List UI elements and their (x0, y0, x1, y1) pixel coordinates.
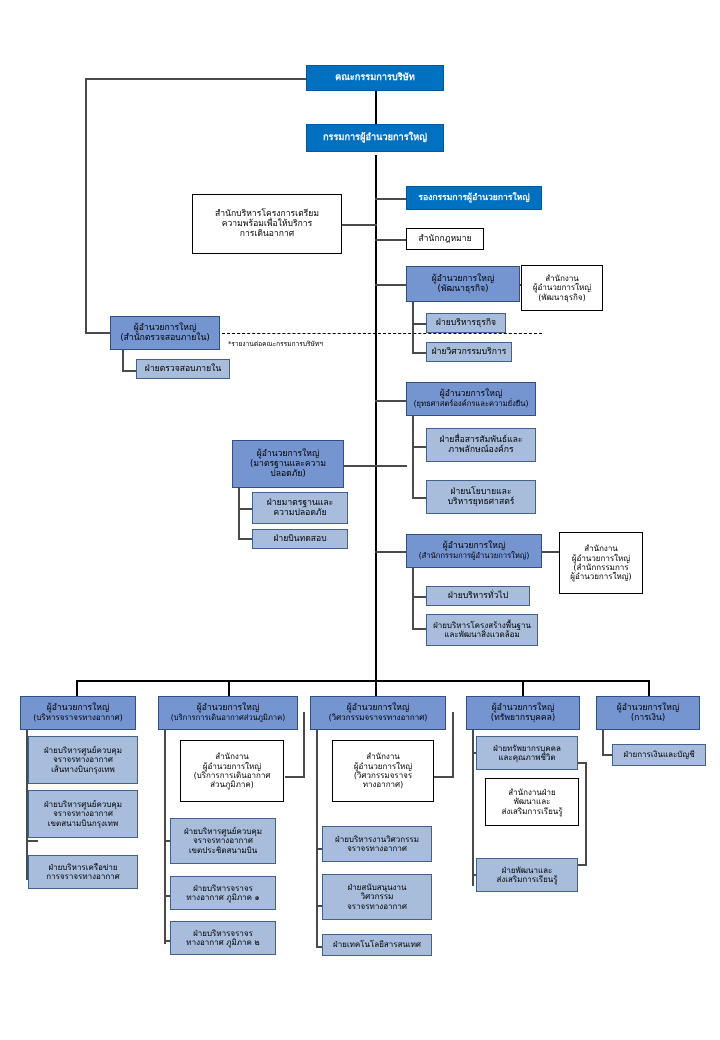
node-dept-finance-accounting[interactable]: ฝ่ายการเงินและบัญชี (612, 744, 706, 766)
connector-secretariat-d2 (412, 628, 426, 630)
connector-finance-v (602, 730, 604, 756)
connector-regional-office-h (285, 776, 305, 778)
connector-regional-office-v (303, 712, 305, 778)
node-dept-atm-network[interactable]: ฝ่ายบริหารเครือข่าย การจราจรทางอากาศ (28, 855, 138, 889)
connector-bizdev-d1 (412, 323, 426, 325)
node-director-finance[interactable]: ผู้อำนวยการใหญ่ (การเงิน) (596, 696, 700, 730)
connector-audit-dept-h (122, 370, 136, 372)
connector-bus-drop-4 (522, 680, 524, 698)
node-dept-general-administration[interactable]: ฝ่ายบริหารทั่วไป (426, 586, 530, 606)
node-dept-hr-quality-of-life[interactable]: ฝ่ายทรัพยากรบุคคล และคุณภาพชีวิต (476, 736, 578, 770)
node-dept-policy-strategy[interactable]: ฝ่ายนโยบายและ บริหารยุทธศาสตร์ (426, 480, 536, 514)
node-director-human-resources[interactable]: ผู้อำนวยการใหญ่ (ทรัพยากรบุคคล) (466, 696, 580, 730)
connector-bus-drop-5 (648, 680, 650, 698)
connector-bizdev-v (412, 302, 414, 354)
node-dept-service-engineering[interactable]: ฝ่ายวิศวกรรมบริการ (426, 342, 512, 362)
node-director-standards-safety[interactable]: ผู้อำนวยการใหญ่ (มาตรฐานและความ ปลอดภัย) (232, 440, 344, 488)
node-director-atm-operations[interactable]: ผู้อำนวยการใหญ่ (บริหารจราจรทางอากาศ) (20, 696, 136, 730)
connector-branch-bizdev (375, 284, 407, 286)
connector-finance-d1 (602, 754, 614, 756)
connector-board-left-v (85, 78, 87, 334)
node-dept-atm-engineering-management[interactable]: ฝ่ายบริหารงานวิศวกรรม จราจรทางอากาศ (322, 826, 432, 862)
node-dept-information-technology[interactable]: ฝ่ายเทคโนโลยีสารสนเทศ (322, 934, 432, 956)
node-office-learning-development[interactable]: สำนักงานฝ่าย พัฒนาและ ส่งเสริมการเรียนรู… (485, 778, 579, 826)
node-dept-learning-development[interactable]: ฝ่ายพัฒนาและ ส่งเสริมการเรียนรู้ (476, 858, 578, 892)
connector-secretariat-d1 (412, 596, 426, 598)
connector-bus-drop-3 (375, 680, 377, 698)
connector-audit-v (122, 350, 124, 372)
connector-bus-drop-2 (228, 680, 230, 698)
node-director-president-secretariat[interactable]: ผู้อำนวยการใหญ่ (สำนักกรรมการผู้อำนวยการ… (406, 534, 542, 568)
node-director-strategy-sustainability[interactable]: ผู้อำนวยการใหญ่ (ยุทธศาสตร์องค์กรและความ… (406, 382, 536, 416)
node-dept-infrastructure-environment[interactable]: ฝ่ายบริหารโครงสร้างพื้นฐาน และพัฒนาสิ่งแ… (426, 614, 538, 646)
connector-branch-standards (375, 465, 407, 467)
connector-atmeng-office-v (452, 712, 454, 778)
connector-secretariat-v (412, 568, 414, 630)
node-office-atm-engineering[interactable]: สำนักงาน ผู้อำนวยการใหญ่ (วิศวกรรมจราจร … (332, 740, 434, 802)
node-office-president-secretariat[interactable]: สำนักงาน ผู้อำนวยการใหญ่ (สำนักกรรมการ ผ… (559, 532, 643, 594)
connector-hr-office-v (585, 762, 587, 866)
node-director-internal-audit[interactable]: ผู้อำนวยการใหญ่ (สำนักตรวจสอบภายใน) (110, 316, 220, 350)
node-legal-office[interactable]: สำนักกฎหมาย (406, 228, 484, 250)
connector-president-spine (375, 155, 377, 682)
node-office-regional-ans[interactable]: สำนักงาน ผู้อำนวยการใหญ่ (บริการการเดินอ… (180, 740, 284, 802)
connector-atmeng-office-h (434, 776, 454, 778)
connector-strategy-v (412, 416, 414, 498)
connector-standards-v (238, 488, 240, 540)
node-dept-flight-inspection[interactable]: ฝ่ายบินทดสอบ (252, 529, 348, 549)
connector-branch-secretariat (375, 551, 407, 553)
audit-report-note: *รายงานต่อคณะกรรมการบริษัทฯ (228, 340, 323, 348)
node-dept-corporate-communications[interactable]: ฝ่ายสื่อสารสัมพันธ์และ ภาพลักษณ์องค์กร (426, 428, 536, 462)
node-readiness-project-office[interactable]: สำนักบริหารโครงการเตรียม ความพร้อมเพื่อใ… (192, 194, 342, 254)
node-dept-bangkok-apc[interactable]: ฝ่ายบริหารศูนย์ควบคุม จราจรทางอากาศ เขตส… (28, 790, 138, 838)
connector-bizdev-d2 (412, 352, 426, 354)
connector-atmops-v (26, 730, 28, 880)
node-dept-regional-atm-2[interactable]: ฝ่ายบริหารจราจร ทางอากาศ ภูมิภาค ๒ (170, 921, 276, 955)
node-director-regional-ans[interactable]: ผู้อำนวยการใหญ่ (บริการการเดินอากาศส่วนภ… (158, 696, 298, 730)
node-dept-bangkok-acc[interactable]: ฝ่ายบริหารศูนย์ควบคุม จราจรทางอากาศ เส้น… (28, 736, 138, 784)
connector-strategy-d1 (412, 446, 426, 448)
connector-branch-strategy (375, 400, 407, 402)
connector-atmops-d2 (26, 840, 38, 842)
node-dept-approach-control[interactable]: ฝ่ายบริหารศูนย์ควบคุม จราจรทางอากาศ เขตป… (170, 818, 276, 864)
connector-hr-v (472, 730, 474, 886)
connector-board-left-h (85, 78, 310, 80)
connector-bus-drop-1 (76, 680, 78, 698)
connector-standards-left (343, 465, 377, 467)
connector-secretariat-office (542, 551, 560, 553)
connector-board-president (375, 90, 377, 126)
connector-hr-office-bottom (578, 864, 586, 866)
connector-strategy-d2 (412, 497, 426, 499)
connector-standards-d1 (238, 508, 252, 510)
node-dept-atm-engineering-support[interactable]: ฝ่ายสนับสนุนงาน วิศวกรรม จราจรทางอากาศ (322, 874, 432, 920)
connector-branch-legal (375, 239, 407, 241)
node-dept-standards-safety[interactable]: ฝ่ายมาตรฐานและ ความปลอดภัย (252, 492, 348, 524)
connector-bottom-bus (76, 680, 650, 682)
node-dept-business-administration[interactable]: ฝ่ายบริหารธุรกิจ (426, 313, 506, 333)
connector-hr-office-top (578, 762, 586, 764)
node-senior-vice-president[interactable]: รองกรรมการผู้อำนวยการใหญ่ (406, 186, 542, 210)
node-director-business-development[interactable]: ผู้อำนวยการใหญ่ (พัฒนาธุรกิจ) (406, 266, 520, 302)
node-office-business-development[interactable]: สำนักงาน ผู้อำนวยการใหญ่ (พัฒนาธุรกิจ) (521, 265, 603, 311)
connector-audit-in (85, 332, 110, 334)
node-dept-internal-audit[interactable]: ฝ่ายตรวจสอบภายใน (136, 359, 230, 379)
connector-standards-d2 (238, 538, 252, 540)
node-dept-regional-atm-1[interactable]: ฝ่ายบริหารจราจร ทางอากาศ ภูมิภาค ๑ (170, 876, 276, 910)
connector-atmeng-v (316, 730, 318, 948)
connector-branch-svp (375, 198, 407, 200)
node-board-of-directors[interactable]: คณะกรรมการบริษัท (306, 65, 444, 91)
node-director-atm-engineering[interactable]: ผู้อำนวยการใหญ่ (วิศวกรรมจราจรทางอากาศ) (310, 696, 446, 730)
connector-regional-v (164, 730, 166, 944)
node-president[interactable]: กรรมการผู้อำนวยการใหญ่ (306, 124, 444, 152)
connector-audit-dashed-report (222, 333, 542, 334)
connector-readiness-office (341, 224, 377, 226)
